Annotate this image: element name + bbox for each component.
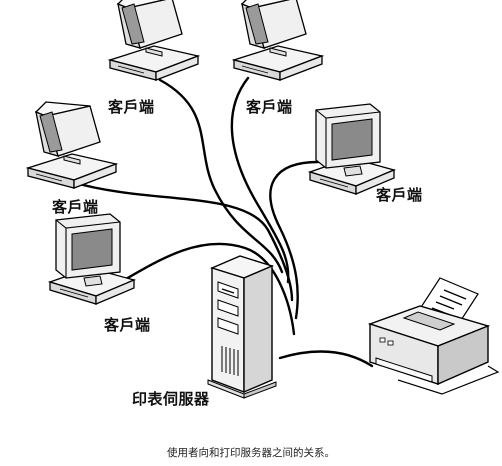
cable-client-top-mid	[230, 76, 290, 284]
printer-icon	[367, 277, 500, 395]
client-left	[27, 101, 117, 189]
label-client-top-mid: 客戶端	[246, 98, 293, 116]
network-cables	[70, 76, 374, 368]
client-right	[309, 103, 395, 195]
label-client-top-left: 客戶端	[108, 98, 155, 116]
client-top-left	[109, 0, 199, 81]
cable-client-right	[269, 160, 320, 320]
label-server: 印表伺服器	[132, 390, 210, 408]
cable-printer	[278, 350, 374, 368]
cable-client-bottom-left	[98, 242, 296, 336]
label-client-left: 客戶端	[52, 198, 99, 216]
figure-caption: 使用者向和打印服务器之间的关系。	[167, 447, 335, 459]
cable-client-top-left	[158, 78, 284, 274]
label-client-right: 客戶端	[376, 186, 423, 204]
label-client-bottom-left: 客戶端	[104, 316, 151, 334]
client-top-mid	[233, 0, 323, 81]
server-tower-icon	[207, 255, 277, 399]
cable-client-left	[70, 180, 294, 302]
client-bottom-left	[49, 213, 135, 305]
